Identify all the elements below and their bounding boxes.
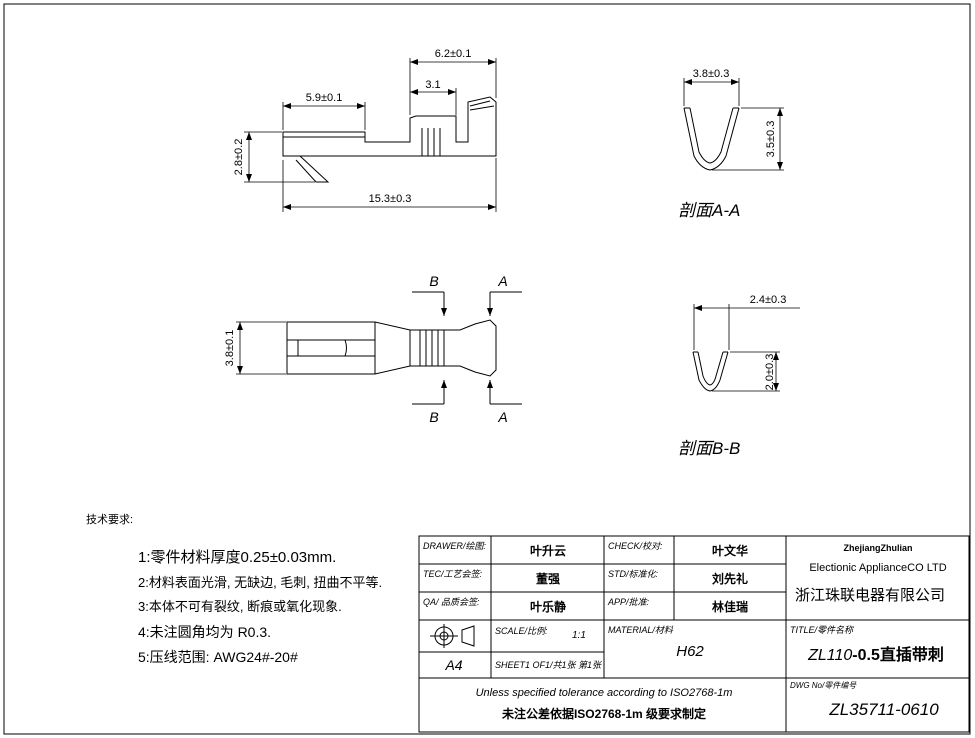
std-label: STD/标准化: xyxy=(608,569,659,579)
check-label: CHECK/校对: xyxy=(608,541,663,551)
plan-view-outline xyxy=(286,319,497,377)
section-aa-title: 剖面A-A xyxy=(678,201,740,220)
dwg-label: DWG No/零件编号 xyxy=(790,681,857,690)
dim-aa-width: 3.8±0.3 xyxy=(693,68,730,80)
tec-label: TEC/工艺会签: xyxy=(423,569,483,579)
section-aa-outer xyxy=(683,107,740,171)
section-bb-inner xyxy=(697,351,724,386)
section-aa-inner xyxy=(689,107,734,164)
section-mark-a-top: A xyxy=(497,273,507,289)
app-value: 林佳瑞 xyxy=(712,599,748,614)
dwg-number: ZL35711-0610 xyxy=(828,700,939,719)
qa-value: 叶乐静 xyxy=(530,599,566,614)
plan-view xyxy=(286,319,497,377)
note-item-5: 5:压线范围: AWG24#-20# xyxy=(138,649,298,665)
dim-bb-height: 2.0±0.3 xyxy=(764,354,776,391)
company-name-cn: 浙江珠联电器有限公司 xyxy=(795,587,945,604)
sheet-info: SHEET1 OF1/共1张 第1张 xyxy=(495,660,603,670)
title-value: ZL110-0.5直插带刺 xyxy=(807,645,944,664)
title-block-grid xyxy=(418,535,970,733)
dim-top-height: 2.8±0.2 xyxy=(233,139,245,176)
dim-bb-width: 2.4±0.3 xyxy=(750,294,787,306)
dim-top-overall: 6.2±0.1 xyxy=(435,48,472,60)
dim-plan-width: 3.8±0.1 xyxy=(224,330,236,367)
app-label: APP/批准: xyxy=(607,597,650,607)
dim-aa-height: 3.5±0.3 xyxy=(765,121,777,158)
std-value: 刘先礼 xyxy=(712,571,748,586)
notes-title: 技术要求: xyxy=(86,513,133,526)
section-cut-markers xyxy=(412,291,522,405)
drawer-label: DRAWER/绘图: xyxy=(423,541,486,551)
side-view-barb xyxy=(295,155,330,183)
material-value: H62 xyxy=(676,643,704,660)
tolerance-cn: 未注公差依据ISO2768-1m 级要求制定 xyxy=(501,706,706,721)
drawer-value: 叶升云 xyxy=(530,543,566,558)
section-bb-outer xyxy=(692,351,729,392)
side-view-outline xyxy=(282,96,497,157)
material-label: MATERIAL/材料 xyxy=(608,625,674,635)
dim-top-crimp: 3.1 xyxy=(425,79,440,91)
tolerance-en: Unless specified tolerance according to … xyxy=(476,687,733,699)
side-view xyxy=(282,96,497,183)
plan-view-dimensions xyxy=(236,321,286,375)
dim-top-left: 5.9±0.1 xyxy=(306,92,343,104)
section-aa xyxy=(683,107,740,171)
paper-size: A4 xyxy=(444,657,462,673)
section-mark-a-bottom: A xyxy=(497,409,507,425)
qa-label: QA/ 品质会签: xyxy=(423,597,480,607)
title-value-cn: -0.5直插带刺 xyxy=(852,645,944,664)
scale-label: SCALE/比例: xyxy=(495,626,548,636)
dim-top-length: 15.3±0.3 xyxy=(369,193,412,205)
section-bb-title: 剖面B-B xyxy=(678,439,740,458)
scale-value: 1:1 xyxy=(572,630,586,641)
sheet-border xyxy=(3,3,971,735)
note-item-4: 4:未注圆角均为 R0.3. xyxy=(138,624,271,640)
check-value: 叶文华 xyxy=(712,543,748,558)
tec-value: 董强 xyxy=(536,571,560,586)
projection-symbol xyxy=(430,624,475,648)
note-item-2: 2:材料表面光滑, 无缺边, 毛刺, 扭曲不平等. xyxy=(138,575,382,590)
title-label: TITLE/零件名称 xyxy=(790,625,855,635)
title-value-prefix: ZL110 xyxy=(807,647,852,664)
side-view-dimensions xyxy=(244,58,497,212)
section-mark-b-bottom: B xyxy=(429,409,438,425)
note-item-1: 1:零件材料厚度0.25±0.03mm. xyxy=(138,549,336,566)
note-item-3: 3:本体不可有裂纹, 断痕或氧化现象. xyxy=(138,599,342,614)
company-name-en-2: Electionic ApplianceCO LTD xyxy=(809,562,946,574)
company-name-en-1: ZhejiangZhulian xyxy=(844,543,913,553)
section-mark-b-top: B xyxy=(429,273,438,289)
section-bb xyxy=(692,351,729,392)
